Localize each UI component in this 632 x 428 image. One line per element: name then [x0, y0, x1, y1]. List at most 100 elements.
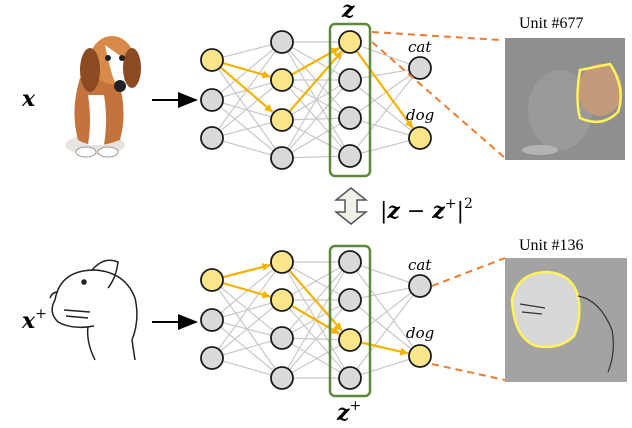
neuron	[338, 288, 362, 312]
edge	[349, 261, 421, 287]
edge	[281, 117, 351, 159]
edge	[349, 285, 421, 379]
edge	[281, 337, 351, 379]
neuron	[338, 250, 362, 274]
output-label-cat: cat	[408, 38, 432, 56]
edge	[349, 285, 421, 341]
neuron	[338, 366, 362, 390]
edge	[349, 355, 421, 379]
active-edge	[281, 50, 343, 121]
active-edge-arrowhead	[261, 70, 271, 79]
bottom-edges	[211, 261, 421, 379]
output-label-dog: dog	[406, 106, 434, 124]
neuron	[338, 106, 362, 130]
beagle-image	[65, 36, 141, 158]
active-edge	[281, 261, 343, 332]
layer-zplus-box	[328, 244, 372, 398]
input-label-x: x	[21, 86, 36, 112]
active-edge-arrowhead	[333, 322, 343, 331]
edge	[211, 319, 283, 379]
edge	[211, 357, 283, 379]
dashed-connector	[431, 257, 506, 287]
active-edge-arrowhead	[330, 47, 340, 56]
active-edge-arrowhead	[264, 103, 273, 113]
edge	[349, 137, 421, 157]
layer-z-box	[328, 22, 372, 178]
edge	[211, 337, 283, 359]
top-network: x z cat dog Unit #677	[21, 0, 625, 178]
edge	[349, 41, 421, 69]
edge	[349, 299, 421, 357]
layer-label-z: z	[341, 0, 355, 23]
edge	[281, 339, 351, 379]
neuron	[270, 326, 294, 350]
active-neuron	[200, 48, 224, 72]
neuron	[200, 308, 224, 332]
active-neuron	[408, 344, 432, 368]
edge	[211, 261, 283, 359]
active-edge-arrowhead	[333, 51, 343, 60]
unit-label-677: Unit #677	[519, 15, 583, 32]
dashed-connector	[371, 41, 506, 159]
active-edge	[349, 41, 414, 129]
neuron	[338, 68, 362, 92]
top-nodes	[200, 30, 432, 170]
active-neuron	[270, 108, 294, 132]
edge	[349, 261, 421, 357]
edge	[349, 79, 421, 139]
dashed-connector	[431, 363, 506, 381]
edge	[281, 41, 351, 159]
active-edge-arrowhead	[399, 347, 409, 356]
neuron	[338, 144, 362, 168]
bottom-nodes	[200, 250, 432, 390]
neuron	[270, 30, 294, 54]
edge	[349, 117, 421, 139]
top-edges	[211, 41, 421, 159]
active-edge	[211, 59, 274, 114]
active-neuron	[338, 30, 362, 54]
edge	[281, 261, 351, 301]
input-label-xplus: x+	[21, 306, 47, 334]
active-neuron	[200, 268, 224, 292]
active-neuron	[338, 328, 362, 352]
active-neuron	[408, 126, 432, 150]
loss-formula: |z − z+|2	[380, 196, 473, 224]
active-edge-arrowhead	[404, 119, 413, 129]
neuron	[200, 126, 224, 150]
active-edge-arrowhead	[261, 263, 271, 271]
dashed-connector	[371, 31, 501, 41]
loss-term: |z − z+|2	[333, 187, 473, 225]
output-label-dog: dog	[406, 324, 434, 342]
neuron	[200, 88, 224, 112]
dog-sketch-image	[49, 259, 138, 361]
edge	[211, 41, 283, 61]
active-edge-arrowhead	[261, 290, 271, 299]
double-arrow-icon	[333, 187, 369, 225]
unit-136-visualization	[505, 258, 627, 382]
bottom-network: x+ z+ cat dog Unit #136	[21, 237, 627, 426]
active-neuron	[270, 68, 294, 92]
unit-label-136: Unit #136	[519, 237, 583, 254]
edge	[349, 67, 421, 119]
neuron	[270, 146, 294, 170]
edge	[349, 67, 421, 157]
edge	[211, 137, 283, 159]
edge	[281, 299, 351, 379]
edge	[281, 79, 351, 157]
output-label-cat: cat	[408, 256, 432, 274]
unit-677-visualization	[505, 38, 625, 160]
neuron	[408, 56, 432, 80]
edge	[211, 299, 283, 359]
active-edge-arrowhead	[330, 326, 340, 334]
neuron	[270, 366, 294, 390]
neuron	[408, 274, 432, 298]
active-neuron	[270, 250, 294, 274]
active-neuron	[270, 288, 294, 312]
edge	[211, 79, 283, 139]
edge	[211, 99, 283, 121]
layer-label-zplus: z+	[336, 398, 361, 426]
neuron	[200, 346, 224, 370]
edge	[281, 79, 351, 159]
edge	[211, 119, 283, 139]
